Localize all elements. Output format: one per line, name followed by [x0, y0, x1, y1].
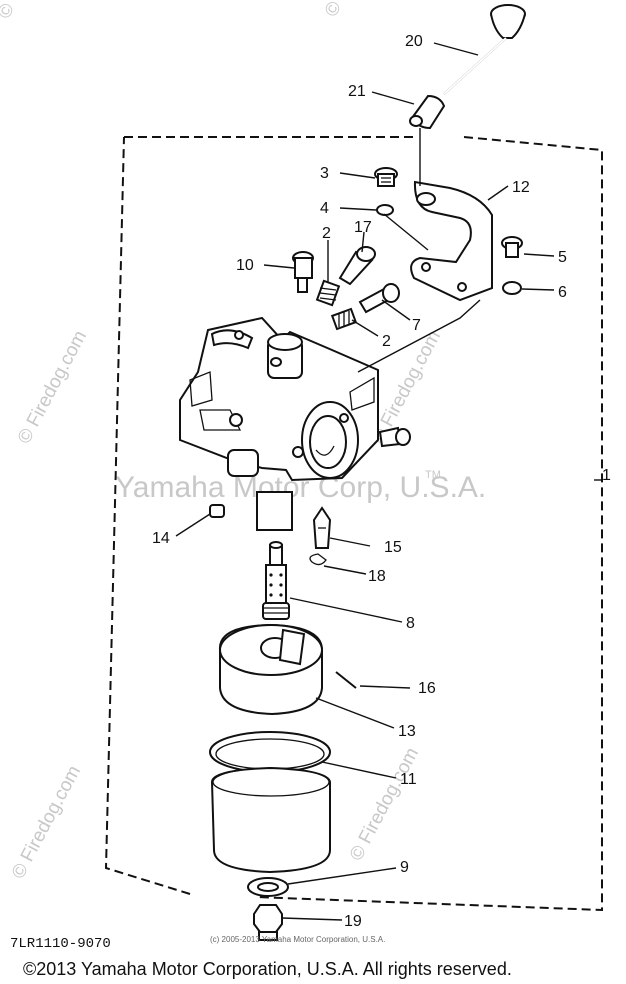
part-10-pilot-screw — [292, 251, 314, 293]
callout-8: 8 — [406, 615, 415, 632]
part-4-washer — [376, 204, 394, 216]
callout-14: 14 — [152, 530, 170, 547]
part-side-screw — [378, 426, 411, 448]
part-9-washer — [247, 877, 289, 897]
callout-1: 1 — [602, 467, 611, 484]
part-2-spring-upper — [315, 279, 341, 307]
leader-7 — [381, 299, 411, 321]
leader-15 — [329, 537, 371, 547]
part-11-gasket — [209, 731, 331, 773]
part-1-carburetor-body — [179, 316, 379, 531]
part-float-bowl — [210, 766, 331, 874]
callout-4: 4 — [320, 200, 329, 217]
callout-3: 3 — [320, 165, 329, 182]
leader-17 — [361, 231, 365, 253]
part-17-screw — [338, 246, 376, 286]
leader-6 — [521, 288, 555, 291]
watermark-top-left: © — [0, 0, 19, 22]
callout-20: 20 — [405, 33, 423, 50]
leader-5 — [523, 253, 555, 257]
part-3-screw — [374, 167, 398, 187]
part-16-float-pin — [335, 671, 357, 689]
leader-12 — [487, 185, 509, 201]
callout-2-upper: 2 — [322, 225, 331, 242]
small-copyright: (c) 2005-2013 Yamaha Motor Corporation, … — [210, 935, 385, 944]
part-14-plug — [209, 504, 225, 518]
part-7-screw — [358, 283, 400, 314]
leader-9 — [287, 867, 397, 885]
part-13-float — [218, 623, 323, 716]
callout-10: 10 — [236, 257, 254, 274]
leader-8 — [289, 597, 403, 623]
leader-19 — [281, 917, 343, 921]
leader-20 — [433, 42, 479, 56]
part-19-drain-bolt — [253, 904, 283, 941]
watermark-tm: TM — [425, 469, 441, 481]
callout-21: 21 — [348, 83, 366, 100]
callout-5: 5 — [558, 249, 567, 266]
callout-15: 15 — [384, 539, 402, 556]
callout-6: 6 — [558, 284, 567, 301]
part-8-main-jet — [262, 541, 290, 620]
leader-11 — [321, 761, 397, 779]
callout-16: 16 — [418, 680, 436, 697]
part-2-spring-lower — [330, 307, 358, 331]
assembly-boundary — [104, 136, 603, 912]
leader-13 — [315, 697, 395, 729]
leader-4 — [339, 207, 377, 211]
callout-19: 19 — [344, 913, 362, 930]
watermark-lower-right: © Firedog.com — [346, 744, 423, 864]
callout-7: 7 — [412, 317, 421, 334]
leader-21 — [371, 91, 415, 105]
callout-11: 11 — [400, 771, 417, 788]
part-18-clip — [309, 553, 327, 566]
leader-18 — [323, 565, 367, 575]
footer-copyright: ©2013 Yamaha Motor Corporation, U.S.A. A… — [23, 959, 512, 979]
part-15-needle-valve — [312, 506, 332, 549]
callout-2-lower: 2 — [382, 333, 391, 350]
leader-16 — [359, 685, 411, 689]
callout-12: 12 — [512, 179, 530, 196]
watermark-side-left: © Firedog.com — [14, 327, 91, 447]
callout-17: 17 — [354, 219, 372, 236]
part-6-lock-washer — [502, 281, 522, 295]
callout-9: 9 — [400, 859, 409, 876]
leader-14 — [175, 513, 211, 537]
part-20-choke-knob — [443, 4, 526, 95]
part-21-grommet — [409, 94, 446, 130]
callout-18: 18 — [368, 568, 386, 585]
drawing-code: 7LR1110-9070 — [10, 936, 111, 952]
choke-link-path — [357, 128, 481, 373]
leader-2b — [351, 319, 379, 337]
leader-10 — [263, 264, 295, 269]
watermark-lower-left: © Firedog.com — [8, 762, 85, 882]
callout-13: 13 — [398, 723, 416, 740]
part-5-screw — [501, 236, 523, 258]
part-12-bracket — [410, 180, 493, 302]
leader-3 — [339, 172, 376, 179]
watermark-top-right: © — [321, 0, 346, 20]
